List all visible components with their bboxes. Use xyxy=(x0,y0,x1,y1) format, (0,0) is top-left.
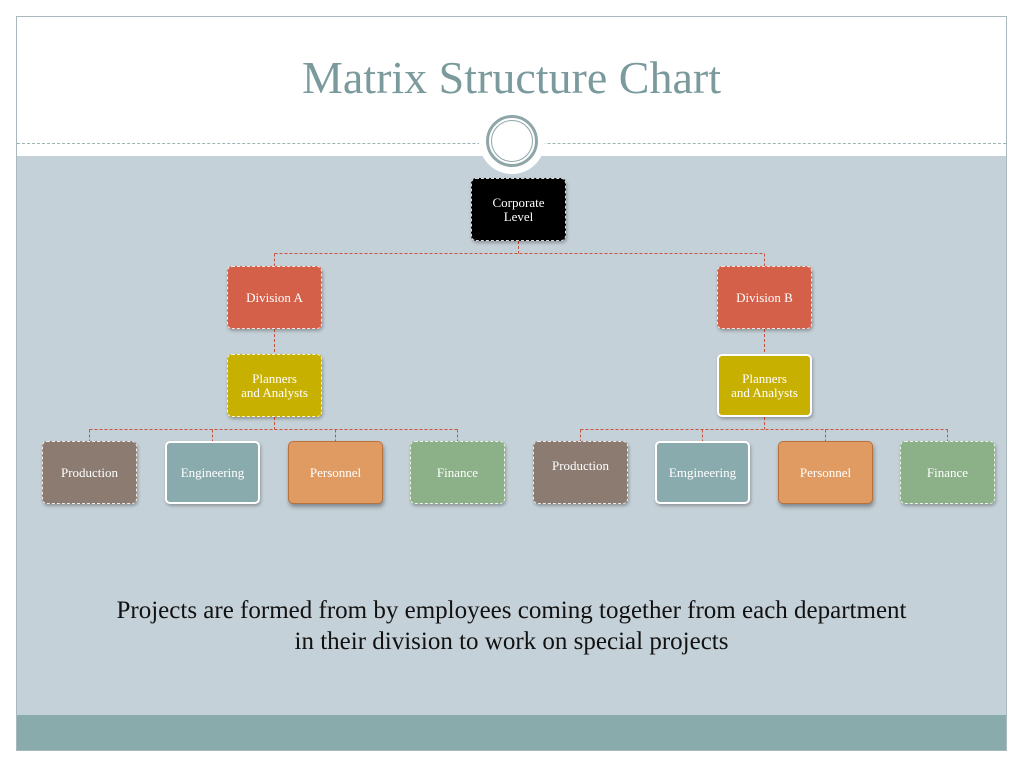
personnel-b-label: Personnel xyxy=(799,464,852,480)
finance-b-label: Finance xyxy=(926,464,969,480)
production-a-label: Production xyxy=(60,464,119,480)
engineering-a-label: Engineering xyxy=(180,464,245,480)
personnel-a-label: Personnel xyxy=(309,464,362,480)
planners-a-label-line-1: Planners xyxy=(252,370,297,386)
production-a-node: Production xyxy=(42,441,137,504)
planners-a-label-line-2: and Analysts xyxy=(241,384,308,400)
finance-b-node: Finance xyxy=(900,441,995,504)
ornament-inner-ring xyxy=(491,120,533,162)
production-b-label: Production xyxy=(551,458,610,473)
slide-caption: Projects are formed from by employees co… xyxy=(17,595,1006,657)
corporate-label-line-1: Corporate xyxy=(492,194,545,210)
production-b-node: Production xyxy=(533,441,628,504)
personnel-a-node: Personnel xyxy=(288,441,383,504)
corporate-label-line-2: Level xyxy=(503,208,534,224)
planners-b-label-line-2: and Analysts xyxy=(731,384,798,400)
engineering-b-node: Emgineering xyxy=(655,441,750,504)
planners-b-label-line-1: Planners xyxy=(742,370,787,386)
division-a-node: Division A xyxy=(227,266,322,329)
slide-title: Matrix Structure Chart xyxy=(301,52,721,103)
personnel-b-node: Personnel xyxy=(778,441,873,504)
bottom-bar xyxy=(17,715,1006,750)
corporate-level-node: Corporate Level xyxy=(471,178,566,241)
division-b-node: Division B xyxy=(717,266,812,329)
caption-line-1: Projects are formed from by employees co… xyxy=(116,597,907,624)
engineering-b-label: Emgineering xyxy=(668,464,737,480)
division-b-label: Division B xyxy=(736,289,793,305)
engineering-a-node: Engineering xyxy=(165,441,260,504)
content-panel xyxy=(17,156,1006,715)
planners-a-node: Planners and Analysts xyxy=(227,354,322,417)
planners-b-node: Planners and Analysts xyxy=(717,354,812,417)
ornament-ring xyxy=(486,115,538,167)
caption-line-2: in their division to work on special pro… xyxy=(294,628,729,655)
division-a-label: Division A xyxy=(246,289,303,305)
finance-a-node: Finance xyxy=(410,441,505,504)
finance-a-label: Finance xyxy=(436,464,479,480)
